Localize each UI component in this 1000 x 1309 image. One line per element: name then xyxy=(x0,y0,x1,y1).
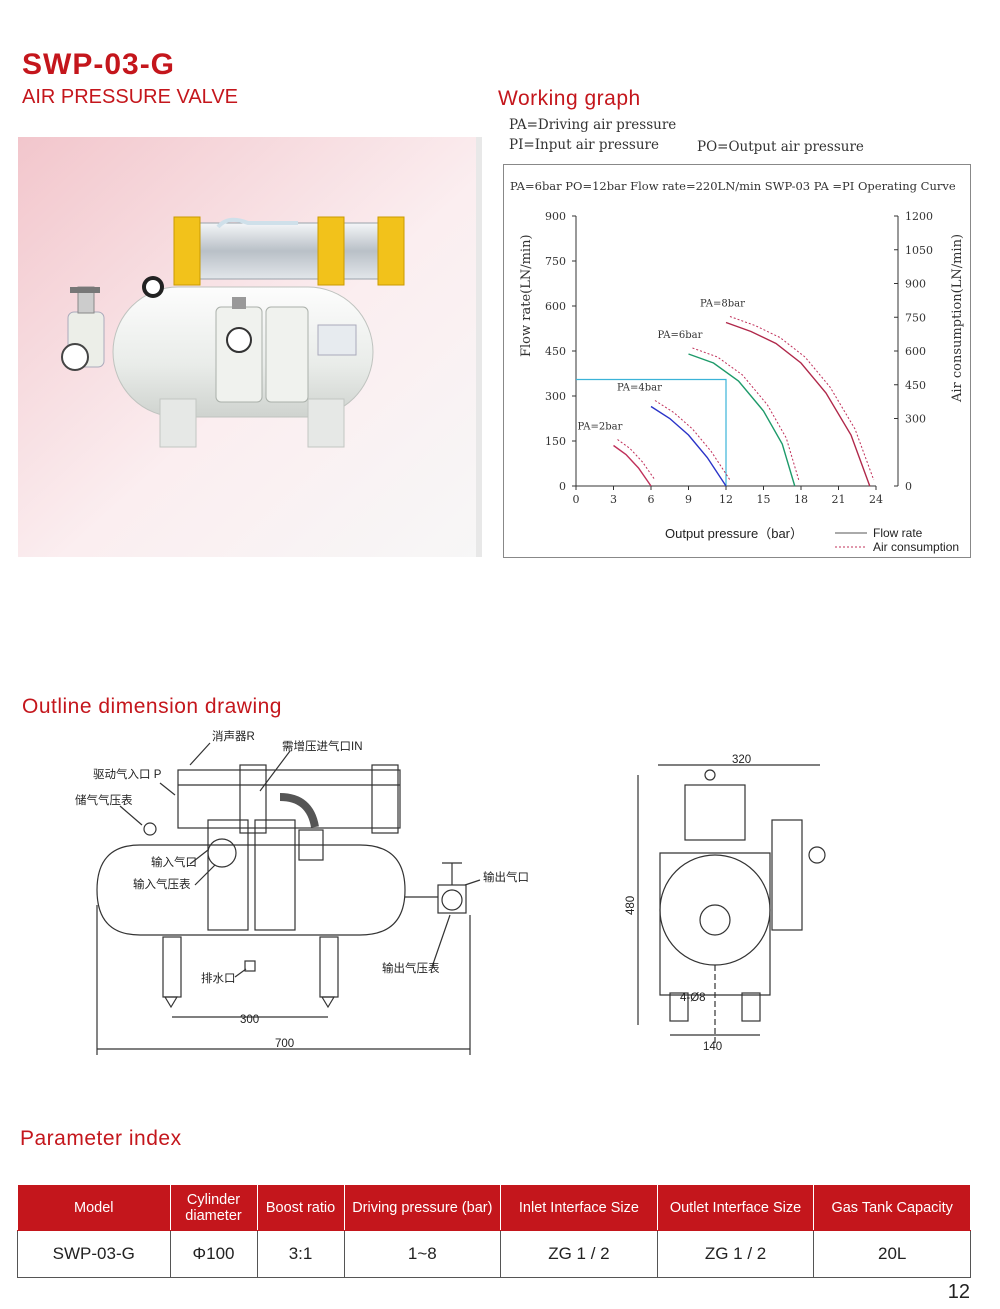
dim-140: 140 xyxy=(703,1041,722,1053)
series-air-pa-8bar xyxy=(729,316,875,481)
parameter-header-row: Model Cylinder diameter Boost ratio Driv… xyxy=(17,1184,971,1231)
y2-tick-label: 0 xyxy=(905,480,912,493)
cell-driving: 1~8 xyxy=(343,1230,502,1278)
chart-caption: PA=6bar PO=12bar Flow rate=220LN/min SWP… xyxy=(510,179,956,193)
y2-tick-label: 1200 xyxy=(905,210,933,223)
series-line-pa-8bar xyxy=(725,321,871,487)
outline-drawing: 消声器R 需增压进气口IN 驱动气入口 P 储气气压表 输入气口 输入气压表 输… xyxy=(75,729,826,1055)
label-muffler: 消声器R xyxy=(212,729,255,743)
x-tick-label: 18 xyxy=(794,493,808,506)
x-tick-label: 15 xyxy=(757,493,771,506)
col-boost-ratio: Boost ratio xyxy=(256,1184,345,1231)
legend-flow-rate: Flow rate xyxy=(873,526,923,540)
y2-tick-label: 600 xyxy=(905,345,926,358)
input-gauge-drawing xyxy=(207,838,237,868)
dim-holes: 4-Ø8 xyxy=(680,992,706,1004)
page-number: 12 xyxy=(947,1281,970,1303)
x-tick-label: 24 xyxy=(869,493,883,506)
legend-pa: PA=Driving air pressure xyxy=(509,117,677,133)
x-tick-label: 0 xyxy=(573,493,580,506)
x-axis-label: Output pressure（bar） xyxy=(665,526,803,541)
label-tank-gauge: 储气气压表 xyxy=(75,793,133,807)
legend-air-consumption: Air consumption xyxy=(873,540,959,554)
x-tick-label: 9 xyxy=(685,493,692,506)
label-output-port: 输出气口 xyxy=(483,870,529,884)
parameter-table: Model Cylinder diameter Boost ratio Driv… xyxy=(17,1184,971,1278)
series-label: PA=8bar xyxy=(700,299,745,310)
y-tick-label: 750 xyxy=(545,255,566,268)
y-tick-label: 0 xyxy=(559,480,566,493)
series-label: PA=6bar xyxy=(658,330,703,341)
col-gas-tank: Gas Tank Capacity xyxy=(813,1184,971,1231)
cell-boost: 3:1 xyxy=(256,1230,345,1278)
x-tick-label: 3 xyxy=(610,493,617,506)
label-boost-inlet: 需增压进气口IN xyxy=(282,739,363,753)
y-tick-label: 300 xyxy=(545,390,566,403)
legend-pi: PI=Input air pressure xyxy=(509,137,659,153)
product-title: SWP-03-G xyxy=(22,48,176,81)
product-illustration xyxy=(18,137,482,557)
side-tank-circle xyxy=(659,854,771,966)
cell-outlet: ZG 1 / 2 xyxy=(656,1230,815,1278)
col-driving-pressure: Driving pressure (bar) xyxy=(343,1184,502,1231)
cell-model: SWP-03-G xyxy=(17,1230,171,1278)
label-input-port: 输入气口 xyxy=(151,855,197,869)
series-line-pa-2bar xyxy=(613,444,652,487)
dim-700: 700 xyxy=(275,1038,294,1050)
series-label: PA=4bar xyxy=(617,383,662,394)
x-tick-label: 12 xyxy=(719,493,733,506)
dim-300: 300 xyxy=(240,1014,259,1026)
cell-cylinder: Φ100 xyxy=(169,1230,258,1278)
series-label: PA=2bar xyxy=(578,422,623,433)
booster-cylinder xyxy=(177,769,401,829)
y2-tick-label: 900 xyxy=(905,278,926,291)
cell-inlet: ZG 1 / 2 xyxy=(500,1230,658,1278)
col-inlet-size: Inlet Interface Size xyxy=(500,1184,658,1231)
label-input-gauge: 输入气压表 xyxy=(133,877,191,891)
col-model: Model xyxy=(17,1184,171,1231)
x-tick-label: 21 xyxy=(832,493,846,506)
y2-tick-label: 750 xyxy=(905,311,926,324)
dim-320: 320 xyxy=(732,754,751,766)
y-tick-label: 450 xyxy=(545,345,566,358)
series-line-pa-4bar xyxy=(650,405,727,487)
operating-point-guide xyxy=(576,378,727,486)
col-cylinder-diameter: Cylinder diameter xyxy=(169,1184,258,1231)
y-tick-label: 600 xyxy=(545,300,566,313)
y2-axis-label: Air consumption(LN/min) xyxy=(950,234,965,403)
series-line-pa-6bar xyxy=(688,353,796,487)
series-air-pa-2bar xyxy=(617,439,656,481)
section-title-outline: Outline dimension drawing xyxy=(22,695,282,718)
y2-tick-label: 300 xyxy=(905,413,926,426)
legend-po: PO=Output air pressure xyxy=(697,139,864,155)
y2-tick-label: 450 xyxy=(905,379,926,392)
cell-tank: 20L xyxy=(813,1230,971,1278)
side-cylinder xyxy=(684,784,746,841)
series-air-pa-6bar xyxy=(692,347,800,481)
working-graph-chart: PA=6bar PO=12bar Flow rate=220LN/min SWP… xyxy=(510,179,965,554)
table-row: SWP-03-G Φ100 3:1 1~8 ZG 1 / 2 ZG 1 / 2 … xyxy=(17,1230,971,1278)
x-tick-label: 6 xyxy=(648,493,655,506)
graph-frame xyxy=(503,164,971,558)
y2-tick-label: 1050 xyxy=(905,244,933,257)
y-tick-label: 150 xyxy=(545,435,566,448)
col-outlet-size: Outlet Interface Size xyxy=(656,1184,815,1231)
label-drive-inlet: 驱动气入口 P xyxy=(93,767,162,781)
side-frame xyxy=(659,852,771,996)
y-tick-label: 900 xyxy=(545,210,566,223)
section-title-parameters: Parameter index xyxy=(20,1127,182,1150)
label-output-gauge: 输出气压表 xyxy=(382,961,440,975)
tank-outline xyxy=(96,844,406,936)
product-subtitle: AIR PRESSURE VALVE xyxy=(22,86,238,108)
dim-480: 480 xyxy=(625,896,637,915)
y-axis-label: Flow rate(LN/min) xyxy=(519,234,534,357)
product-photo xyxy=(18,137,482,557)
section-title-working-graph: Working graph xyxy=(498,87,641,110)
label-drain: 排水口 xyxy=(201,971,236,985)
